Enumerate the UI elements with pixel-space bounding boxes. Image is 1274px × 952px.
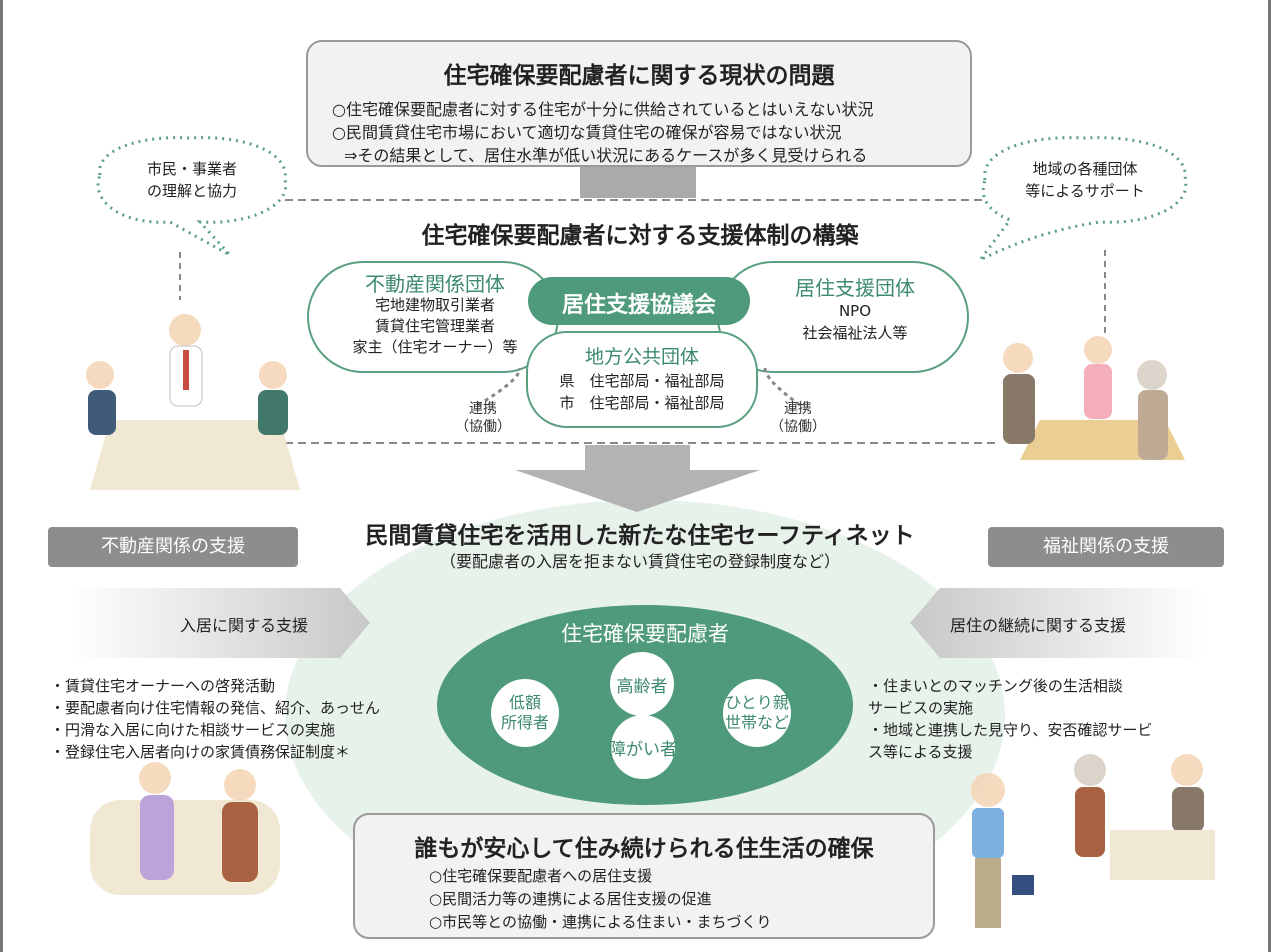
localgov-line-2: 市 住宅部局・福祉部局	[559, 394, 725, 412]
cloud-right-line1: 地域の各種団体	[1032, 160, 1138, 178]
continued-living-support-label: 居住の継続に関する支援	[950, 616, 1127, 635]
cloud-left-line1: 市民・事業者	[146, 160, 237, 178]
welfare-support-pill: 福祉関係の支援	[988, 527, 1224, 567]
collab-left-line2: （協働）	[455, 419, 511, 435]
problem-box: 住宅確保要配慮者に関する現状の問題 ○住宅確保要配慮者に対する住宅が十分に供給さ…	[306, 40, 972, 167]
left-bullet-1: ・賃貸住宅オーナーへの啓発活動	[50, 677, 276, 695]
residential-line-2: 社会福祉法人等	[802, 324, 908, 342]
left-support-arrow	[70, 588, 370, 658]
council-shape	[528, 277, 750, 325]
group-disabled: 障がい者	[609, 740, 677, 760]
realestate-line-3: 家主（住宅オーナー）等	[352, 338, 518, 356]
right-bullet-1: ・住まいとのマッチング後の生活相談	[868, 677, 1123, 695]
collab-right-line1: 連携	[784, 401, 812, 417]
move-in-support-label: 入居に関する支援	[180, 616, 309, 635]
residential-lines: NPO 社会福祉法人等	[750, 300, 960, 344]
realestate-title: 不動産関係団体	[365, 272, 505, 296]
collab-right-line2: （協働）	[770, 419, 826, 435]
circle-single	[723, 679, 791, 747]
realestate-line-2: 賃貸住宅管理業者	[374, 317, 495, 335]
right-bullet-2: サービスの実施	[868, 699, 974, 717]
right-bullet-4: ス等による支援	[868, 743, 973, 761]
bottom-line-1: ○住宅確保要配慮者への居住支援	[429, 867, 653, 885]
illustration-consultation	[1003, 336, 1185, 460]
left-bullet-3: ・円滑な入居に向けた相談サービスの実施	[50, 721, 336, 739]
circle-disabled	[611, 715, 675, 779]
circle-lowincome	[491, 679, 559, 747]
group-lowincome-line1: 低額	[508, 693, 541, 712]
down-arrow	[515, 445, 760, 512]
group-single-line2: 世帯など	[724, 713, 789, 732]
realestate-lines: 宅地建物取引業者 賃貸住宅管理業者 家主（住宅オーナー）等	[330, 295, 540, 358]
bottom-title: 誰もが安心して住み続けられる住生活の確保	[414, 836, 874, 862]
illustration-child-and-helper	[971, 754, 1215, 928]
collab-left-label: 連携 （協働）	[448, 400, 518, 436]
collab-right-arrow	[763, 367, 801, 407]
right-support-arrow	[910, 588, 1205, 658]
bottom-line-2: ○民間活力等の連携による居住支援の促進	[429, 890, 712, 908]
collab-left-line1: 連携	[469, 401, 497, 417]
bottom-line-3: ○市民等との協働・連携による住まい・まちづくり	[429, 913, 772, 931]
cloud-left-line2: の理解と協力	[146, 182, 237, 200]
support-title: 住宅確保要配慮者に対する支援体制の構築	[421, 223, 859, 249]
cloud-right-outline	[978, 136, 1188, 262]
left-edge-border	[0, 0, 3, 952]
circle-elderly	[610, 652, 674, 716]
group-single-line1: ひとり親	[725, 693, 789, 712]
illustration-meeting	[86, 314, 300, 490]
localgov-line-1: 県 住宅部局・福祉部局	[559, 372, 725, 390]
safety-net-title: 民間賃貸住宅を活用した新たな住宅セーフティネット	[365, 523, 915, 549]
localgov-title: 地方公共団体	[584, 346, 699, 368]
right-bullet-3: ・地域と連携した見守り、安否確認サービ	[868, 721, 1153, 739]
illustration-elderly-couple	[90, 762, 280, 895]
group-elderly: 高齢者	[616, 677, 668, 697]
residential-title: 居住支援団体	[795, 276, 915, 300]
cloud-right-line2: 等によるサポート	[1025, 182, 1145, 200]
group-single-parent: ひとり親 世帯など	[717, 693, 797, 733]
connector-bar	[580, 166, 696, 198]
council-title: 居住支援協議会	[561, 293, 716, 318]
problem-line-2: ○民間賃貸住宅市場において適切な賃貸住宅の確保が容易ではない状況	[332, 123, 842, 142]
problem-line-3: ⇒その結果として、居住水準が低い状況にあるケースが多く見受けられる	[344, 146, 868, 165]
bottom-box: 誰もが安心して住み続けられる住生活の確保 ○住宅確保要配慮者への居住支援 ○民間…	[353, 813, 935, 939]
right-edge-border	[1268, 0, 1271, 952]
realestate-line-1: 宅地建物取引業者	[374, 296, 495, 314]
left-bullet-4: ・登録住宅入居者向けの家賃債務保証制度＊	[50, 743, 351, 761]
left-bullet-2: ・要配慮者向け住宅情報の発信、紹介、あっせん	[50, 699, 381, 717]
right-bullet-list: ・住まいとのマッチング後の生活相談 サービスの実施 ・地域と連携した見守り、安否…	[868, 675, 1152, 763]
localgov-lines: 県 住宅部局・福祉部局 市 住宅部局・福祉部局	[527, 370, 757, 414]
localgov-shape	[526, 331, 758, 428]
problem-line-1: ○住宅確保要配慮者に対する住宅が十分に供給されているとはいえない状況	[332, 100, 874, 119]
cloud-left-outline	[96, 136, 288, 257]
group-lowincome-line2: 所得者	[500, 713, 549, 732]
safety-net-subtitle: （要配慮者の入居を拒まない賃貸住宅の登録制度など）	[439, 552, 840, 571]
problem-title: 住宅確保要配慮者に関する現状の問題	[443, 63, 835, 89]
group-lowincome: 低額 所得者	[485, 693, 565, 733]
cloud-right-text: 地域の各種団体 等によるサポート	[985, 158, 1185, 202]
collab-right-label: 連携 （協働）	[763, 400, 833, 436]
residential-line-1: NPO	[838, 302, 872, 320]
center-title: 住宅確保要配慮者	[561, 622, 729, 646]
left-bullet-list: ・賃貸住宅オーナーへの啓発活動 ・要配慮者向け住宅情報の発信、紹介、あっせん ・…	[50, 675, 380, 763]
cloud-left-text: 市民・事業者 の理解と協力	[92, 158, 292, 202]
realestate-support-pill: 不動産関係の支援	[48, 527, 298, 567]
